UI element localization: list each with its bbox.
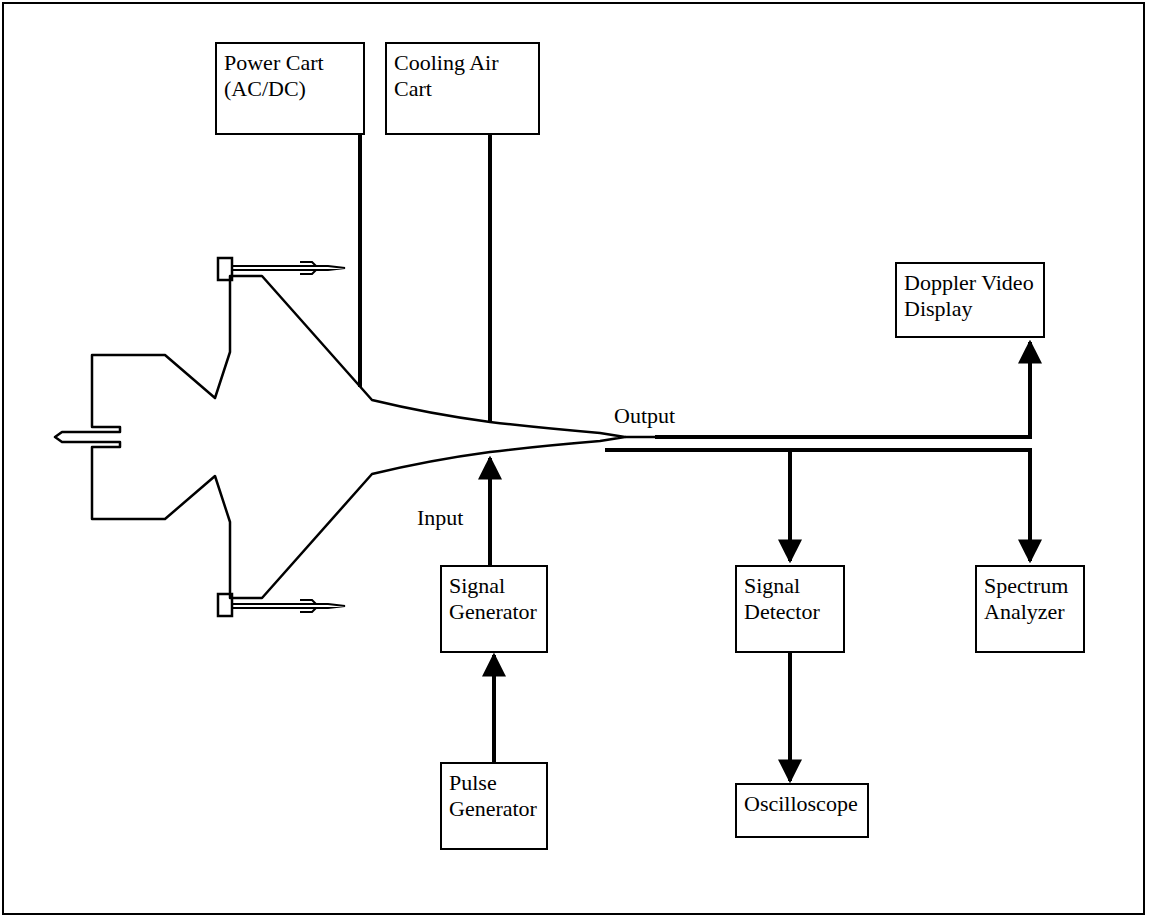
power-cable — [358, 135, 362, 387]
box-label: Doppler Video Display — [904, 270, 1036, 323]
frame-border — [3, 3, 1144, 914]
process-box: Signal Detector — [735, 565, 845, 653]
box-label: Cooling Air Cart — [394, 50, 531, 103]
process-box: Doppler Video Display — [895, 262, 1045, 338]
wingtip-missile — [232, 262, 345, 274]
cooling-duct — [488, 135, 492, 421]
box-label: Spectrum Analyzer — [984, 573, 1076, 626]
process-box: Cooling Air Cart — [385, 42, 540, 135]
input-line — [488, 458, 492, 565]
output-branch — [788, 450, 792, 561]
signal-arrow — [492, 655, 496, 762]
output-line — [655, 342, 1030, 437]
process-box: Pulse Generator — [440, 762, 548, 850]
aircraft-outline — [55, 276, 625, 598]
output-line — [605, 450, 1030, 561]
process-box: Signal Generator — [440, 565, 548, 653]
signal-label: Output — [612, 403, 677, 429]
wingtip-rail — [218, 258, 232, 280]
box-label: Power Cart (AC/DC) — [224, 50, 356, 103]
process-box: Power Cart (AC/DC) — [215, 42, 365, 135]
box-label: Signal Detector — [744, 573, 836, 626]
nose-probe — [625, 436, 655, 439]
wingtip-rail — [218, 594, 232, 616]
signal-arrow — [788, 653, 792, 781]
box-label: Oscilloscope — [744, 791, 860, 817]
box-label: Pulse Generator — [449, 770, 539, 823]
process-box: Spectrum Analyzer — [975, 565, 1085, 653]
signal-label: Input — [415, 505, 465, 531]
box-label: Signal Generator — [449, 573, 539, 626]
wingtip-missile — [232, 600, 345, 612]
process-box: Oscilloscope — [735, 783, 869, 838]
